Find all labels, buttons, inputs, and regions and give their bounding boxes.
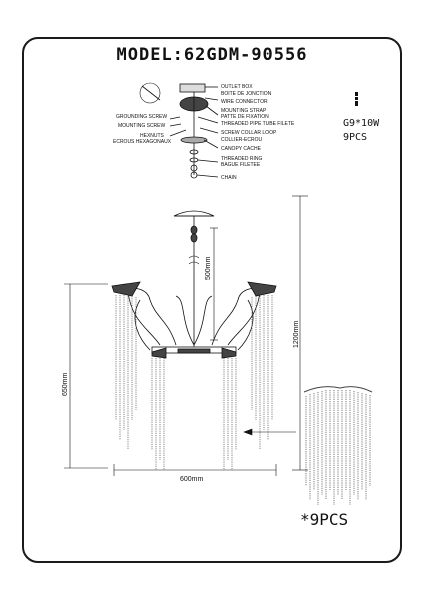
part-label: BOITE DE JONCTION: [221, 91, 272, 97]
dim-total-height: 1200mm: [293, 321, 300, 348]
bulb-spec: G9*10W: [343, 118, 380, 129]
part-label: COLLIER-ECROU: [221, 137, 263, 143]
drawing-frame: [22, 37, 402, 563]
part-label: CHAIN: [221, 175, 237, 181]
part-label: WIRE CONNECTOR: [221, 99, 268, 105]
outlet-box-shape: [179, 83, 206, 93]
left-label: MOUNTING SCREW: [118, 123, 166, 129]
crystal-strands: [115, 295, 273, 470]
mounting-assembly: [139, 82, 219, 179]
dimension-lines: [64, 195, 308, 476]
model-title: MODEL:62GDM-90556: [116, 45, 308, 65]
dim-width: 600mm: [180, 476, 204, 483]
part-label: SCREW COLLAR LOOP: [221, 130, 277, 136]
part-label: THREADED PIPE TUBE FILETE: [221, 121, 295, 127]
part-label: OUTLET BOX: [221, 84, 253, 90]
part-label: BAGUE FILETEE: [221, 162, 261, 168]
parts-labels: OUTLET BOX BOITE DE JONCTION WIRE CONNEC…: [113, 84, 295, 181]
chandelier-elevation: [111, 210, 277, 359]
left-label: GROUNDING SCREW: [116, 114, 167, 120]
part-label: THREADED RING: [221, 156, 263, 162]
bulb-count: 9PCS: [343, 132, 368, 143]
bulb-icon: [354, 92, 359, 106]
dim-chain: 500mm: [205, 256, 212, 280]
part-label: CANOPY CACHE: [221, 146, 262, 152]
part-label: PATTE DE FIXATION: [221, 114, 269, 120]
bulb-total: *9PCS: [300, 510, 349, 529]
left-label: ECROUS HEXAGONAUX: [113, 139, 172, 145]
part-label: MOUNTING STRAP: [221, 108, 267, 114]
crystal-detail: [303, 386, 373, 505]
left-label: HEXNUTS: [140, 133, 165, 139]
dim-body-height: 650mm: [62, 372, 69, 396]
